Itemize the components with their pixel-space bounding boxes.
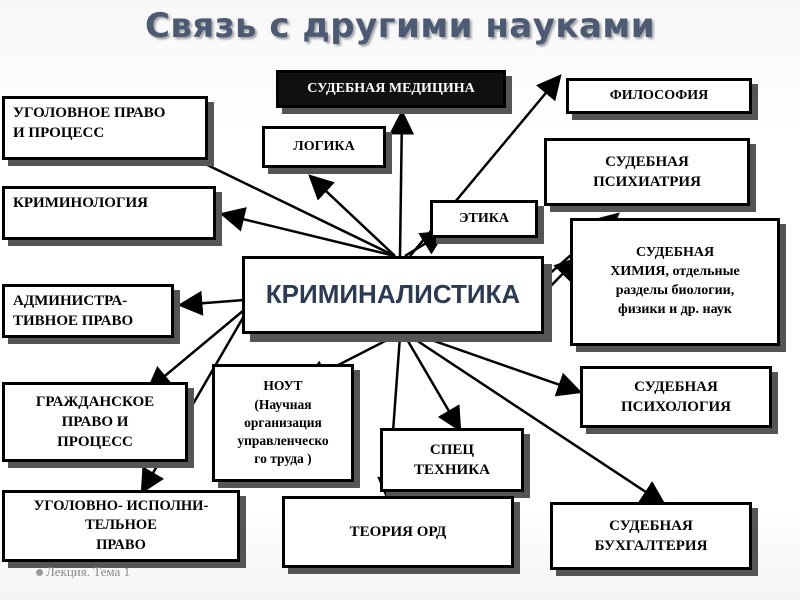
footer-text: Лекция. Тема 1 — [46, 564, 131, 579]
node-ord-theory: ТЕОРИЯ ОРД — [282, 496, 514, 568]
node-logic: ЛОГИКА — [262, 126, 386, 168]
node-nout: НОУТ (Научная организация управленческо … — [212, 364, 354, 482]
node-forensic-psychology: СУДЕБНАЯ ПСИХОЛОГИЯ — [580, 366, 772, 428]
arrow-criminal-law — [157, 140, 396, 258]
node-ethics: ЭТИКА — [430, 200, 538, 238]
arrow-administrative-law — [177, 290, 245, 316]
node-special-equipment: СПЕЦ ТЕХНИКА — [380, 428, 524, 492]
node-penal-law: УГОЛОВНО- ИСПОЛНИ- ТЕЛЬНОЕ ПРАВО — [2, 490, 240, 562]
arrow-forensic-psychology — [419, 334, 583, 397]
arrow-forensic-medicine — [389, 109, 415, 257]
footer-bullet-icon — [36, 569, 43, 576]
node-forensic-medicine: СУДЕБНАЯ МЕДИЦИНА — [276, 70, 506, 108]
arrow-logic — [308, 174, 396, 257]
node-criminology: КРИМИНОЛОГИЯ — [2, 186, 216, 240]
arrow-penal-law — [140, 315, 246, 495]
node-forensic-accounting: СУДЕБНАЯ БУХГАЛТЕРИЯ — [550, 502, 752, 570]
arrow-criminology — [219, 207, 396, 258]
node-civil-law: ГРАЖДАНСКОЕ ПРАВО И ПРОЦЕСС — [2, 382, 188, 462]
arrow-special-equipment — [403, 335, 462, 433]
node-criminal-law: УГОЛОВНОЕ ПРАВО И ПРОЦЕСС — [2, 96, 208, 160]
node-philosophy: ФИЛОСОФИЯ — [566, 78, 752, 114]
slide-title: Связь с другими науками — [144, 6, 656, 46]
node-administrative-law: АДМИНИСТРА- ТИВНОЕ ПРАВО — [2, 284, 174, 338]
arrow-forensic-accounting — [409, 334, 667, 506]
node-forensic-chemistry: СУДЕБНАЯ ХИМИЯ, отдельные разделы биолог… — [570, 218, 780, 346]
node-criminalistics: КРИМИНАЛИСТИКА — [242, 256, 544, 334]
arrow-civil-law — [146, 309, 245, 392]
node-forensic-psychiatry: СУДЕБНАЯ ПСИХИАТРИЯ — [544, 138, 750, 206]
